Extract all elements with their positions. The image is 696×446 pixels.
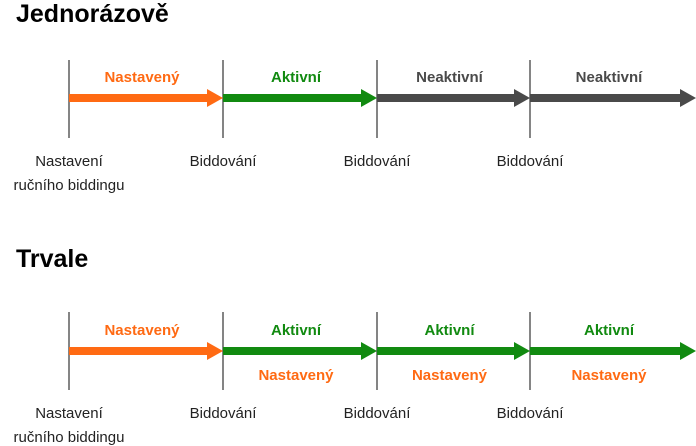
arrow-segment-set xyxy=(69,347,207,355)
arrow-head-active xyxy=(680,342,696,360)
arrow-head-active xyxy=(514,342,530,360)
segment-label: Neaktivní xyxy=(416,69,484,86)
segment-sublabel: Nastavený xyxy=(258,367,334,384)
tick-label: Biddování xyxy=(497,405,565,422)
segment-label: Nastavený xyxy=(104,322,180,339)
segment-label: Aktivní xyxy=(424,322,475,339)
tick-label: Nastavení xyxy=(35,405,103,422)
segment-sublabel: Nastavený xyxy=(571,367,647,384)
tick-label-line2: ručního biddingu xyxy=(14,429,125,446)
arrow-head-active xyxy=(361,342,377,360)
tick-label: Biddování xyxy=(344,153,412,170)
segment-label: Nastavený xyxy=(104,69,180,86)
tick-label: Nastavení xyxy=(35,153,103,170)
arrow-segment-inactive xyxy=(530,94,680,102)
arrow-segment-active xyxy=(377,347,514,355)
arrow-segment-active xyxy=(530,347,680,355)
arrow-head-set xyxy=(207,89,223,107)
segment-label: Aktivní xyxy=(584,322,635,339)
tick-label: Biddování xyxy=(190,153,258,170)
arrow-head-active xyxy=(361,89,377,107)
segment-label: Neaktivní xyxy=(576,69,644,86)
segment-sublabel: Nastavený xyxy=(412,367,488,384)
tick-label: Biddování xyxy=(190,405,258,422)
segment-label: Aktivní xyxy=(271,322,322,339)
arrow-segment-inactive xyxy=(377,94,514,102)
segment-label: Aktivní xyxy=(271,69,322,86)
arrow-segment-set xyxy=(69,94,207,102)
section-title-permanent: Trvale xyxy=(16,245,89,273)
section-title-one-time: Jednorázově xyxy=(16,0,169,28)
arrow-head-inactive xyxy=(514,89,530,107)
arrow-head-set xyxy=(207,342,223,360)
tick-label: Biddování xyxy=(344,405,412,422)
arrow-segment-active xyxy=(223,94,361,102)
arrow-segment-active xyxy=(223,347,361,355)
tick-label-line2: ručního biddingu xyxy=(14,177,125,194)
arrow-head-inactive xyxy=(680,89,696,107)
tick-label: Biddování xyxy=(497,153,565,170)
